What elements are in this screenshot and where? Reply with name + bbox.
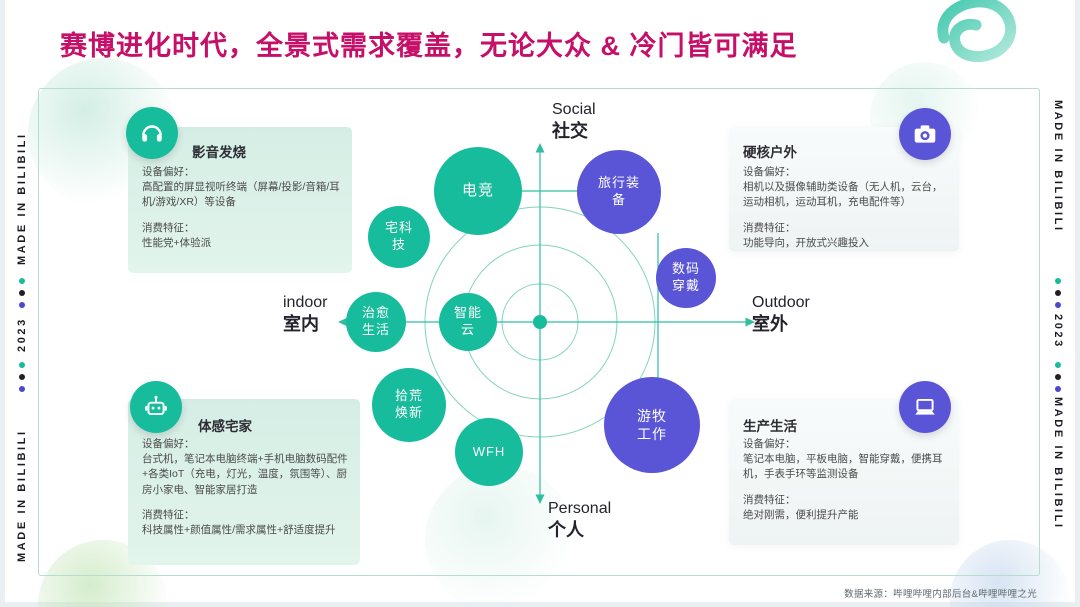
axis-social-en: Social <box>552 101 596 118</box>
axis-outdoor-en: Outdoor <box>752 294 810 311</box>
bubble-digital-wearables: 数码 穿戴 <box>656 248 716 308</box>
pref-label: 设备偏好： <box>142 166 195 178</box>
headphones-icon <box>126 107 178 159</box>
trait-text: 绝对刚需，便利提升产能 <box>743 508 859 521</box>
pref-text: 相机以及摄像辅助类设备（无人机，云台，运动相机，运动耳机，充电配件等） <box>743 181 943 209</box>
card-productivity-life: 生产生活 设备偏好： 笔记本电脑，平板电脑，智能穿戴，便携耳机，手表手环等监测设… <box>729 381 959 545</box>
card-home-comfort: 体感宅家 设备偏好： 台式机，笔记本电脑终端+手机电脑数码配件+各类IoT（充电… <box>128 381 360 565</box>
dot-indigo-icon <box>1055 386 1061 392</box>
axis-personal-zh: 个人 <box>548 520 584 540</box>
dot-teal-icon <box>19 278 25 284</box>
brand-right-top: MADE IN BILIBILI <box>1052 100 1064 233</box>
dot-black-icon <box>19 374 25 380</box>
brand-left-top: MADE IN BILIBILI <box>16 132 28 265</box>
axis-outdoor-zh: 室外 <box>752 314 788 334</box>
content-frame <box>38 88 1040 576</box>
card-body: 设备偏好： 相机以及摄像辅助类设备（无人机，云台，运动相机，运动耳机，充电配件等… <box>743 165 949 251</box>
dot-teal-icon <box>1055 278 1061 284</box>
bubble-nomad-work: 游牧 工作 <box>604 377 700 473</box>
trait-label: 消费特征： <box>743 493 796 506</box>
card-av-enthusiast: 影音发烧 设备偏好： 高配置的屏显视听终端（屏幕/投影/音箱/耳机/游戏/XR）… <box>126 107 352 273</box>
page-edge-right <box>1075 0 1080 607</box>
bubble-smart-cloud: 智能 云 <box>439 293 497 351</box>
bubble-home-tech: 宅科 技 <box>368 206 430 268</box>
axis-label-indoor: indoor 室内 <box>283 293 327 336</box>
pref-label: 设备偏好： <box>142 438 195 450</box>
card-body: 设备偏好： 台式机，笔记本电脑终端+手机电脑数码配件+各类IoT（充电，灯光，温… <box>142 437 350 538</box>
page-edge-left <box>0 0 5 607</box>
dot-black-icon <box>19 290 25 296</box>
dot-teal-icon <box>19 362 25 368</box>
dot-black-icon <box>1055 290 1061 296</box>
axis-indoor-en: indoor <box>283 294 328 311</box>
brand-left-bottom: MADE IN BILIBILI <box>16 429 28 562</box>
trait-label: 消费特征： <box>142 508 195 521</box>
pref-label: 设备偏好： <box>743 438 796 450</box>
card-body: 设备偏好： 高配置的屏显视听终端（屏幕/投影/音箱/耳机/游戏/XR）等设备 消… <box>142 165 342 251</box>
trait-label: 消费特征： <box>142 221 195 234</box>
card-title: 硬核户外 <box>743 145 797 160</box>
camera-icon <box>899 108 951 160</box>
page-title: 赛博进化时代，全景式需求覆盖，无论大众 & 冷门皆可满足 <box>60 31 798 61</box>
dot-indigo-icon <box>1055 302 1061 308</box>
card-body: 设备偏好： 笔记本电脑，平板电脑，智能穿戴，便携耳机，手表手环等监测设备 消费特… <box>743 437 949 523</box>
dot-teal-icon <box>1055 362 1061 368</box>
robot-icon <box>130 381 182 433</box>
dot-indigo-icon <box>19 302 25 308</box>
bubble-wfh: WFH <box>455 418 523 486</box>
axis-social-zh: 社交 <box>552 121 588 141</box>
trait-text: 科技属性+颜值属性/需求属性+舒适度提升 <box>142 524 336 537</box>
axis-indoor-zh: 室内 <box>283 314 319 334</box>
trait-label: 消费特征： <box>743 221 796 234</box>
card-hardcore-outdoor: 硬核户外 设备偏好： 相机以及摄像辅助类设备（无人机，云台，运动相机，运动耳机，… <box>729 108 959 251</box>
trait-text: 性能党+体验派 <box>142 236 212 249</box>
pref-text: 笔记本电脑，平板电脑，智能穿戴，便携耳机，手表手环等监测设备 <box>743 453 943 481</box>
brand-right-bottom: MADE IN BILIBILI <box>1052 397 1064 530</box>
pref-label: 设备偏好： <box>743 166 796 178</box>
bubble-esports: 电竞 <box>434 147 522 235</box>
axis-personal-en: Personal <box>548 500 612 517</box>
card-title: 体感宅家 <box>198 419 252 434</box>
year-right: 2023 <box>1052 314 1064 349</box>
axis-label-outdoor: Outdoor 室外 <box>752 293 810 336</box>
axis-label-social: Social 社交 <box>552 100 596 143</box>
dot-black-icon <box>1055 374 1061 380</box>
pref-text: 高配置的屏显视听终端（屏幕/投影/音箱/耳机/游戏/XR）等设备 <box>142 181 340 209</box>
ribbon-decoration <box>928 0 1024 73</box>
footer-source: 数据来源：哔哩哔哩内部后台&哔哩哔哩之光 <box>844 589 1037 600</box>
year-left: 2023 <box>16 317 28 352</box>
card-title: 生产生活 <box>743 419 797 434</box>
card-title: 影音发烧 <box>192 145 246 160</box>
axis-label-personal: Personal 个人 <box>548 499 611 542</box>
bubble-travel-gear: 旅行装 备 <box>577 150 661 234</box>
laptop-icon <box>899 381 951 433</box>
dot-indigo-icon <box>19 386 25 392</box>
pref-text: 台式机，笔记本电脑终端+手机电脑数码配件+各类IoT（充电，灯光，温度，氛围等）… <box>142 453 348 496</box>
bubble-healing-life: 治愈 生活 <box>346 292 406 352</box>
page-edge-bottom <box>0 602 1080 607</box>
bubble-thrift-renew: 拾荒 焕新 <box>372 368 446 442</box>
trait-text: 功能导向，开放式兴趣投入 <box>743 236 869 249</box>
